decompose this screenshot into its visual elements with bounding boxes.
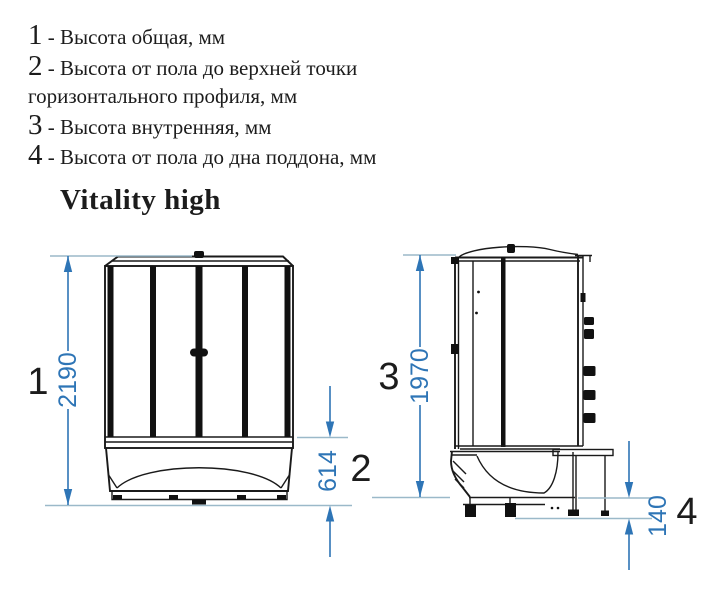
front-tray-skirt <box>105 447 293 492</box>
legend-item-text: - Высота от пола до верхней точки горизо… <box>28 55 358 109</box>
total-height-value: 2190 <box>54 352 82 408</box>
side-tray <box>450 450 579 517</box>
door-handle <box>190 348 208 357</box>
internal-height-dimension: 1970 <box>372 254 456 499</box>
profile-height-dimension: 614 <box>297 386 348 557</box>
legend-item-number: 2 <box>28 49 43 82</box>
front-roof <box>104 251 294 267</box>
internal-height-value: 1970 <box>406 348 434 404</box>
side-roof <box>455 244 592 262</box>
side-walls <box>451 255 586 450</box>
profile-height-label: 2 <box>350 448 371 490</box>
arrow-up <box>63 256 73 272</box>
legend-item-text: - Высота общая, мм <box>47 25 226 49</box>
side-view-drawing: 1970 3 140 4 <box>372 244 698 570</box>
arrow-up <box>325 505 335 522</box>
arrow-down <box>325 421 335 438</box>
legend: 1 - Высота общая, мм 2 - Высота от пола … <box>28 21 416 172</box>
legend-item-text: - Высота от пола до дна поддона, мм <box>47 145 377 169</box>
profile-height-value: 614 <box>314 450 342 492</box>
legend-item-number: 4 <box>28 139 43 171</box>
legend-item-text: - Высота внутренняя, мм <box>47 114 272 139</box>
total-height-label: 1 <box>27 361 48 403</box>
center-foot <box>192 499 206 505</box>
tray-height-value: 140 <box>644 495 672 537</box>
tray-height-label: 4 <box>676 491 697 533</box>
legend-item-number: 1 <box>28 19 43 51</box>
roof-knob <box>507 244 515 253</box>
legend-item: 3 - Высота внутренняя, мм <box>28 108 416 142</box>
arrow-down <box>624 482 634 498</box>
arrow-up <box>415 255 425 271</box>
front-base <box>111 491 288 505</box>
arrow-up <box>624 518 634 535</box>
legend-item: 2 - Высота от пола до верхней точки гори… <box>28 49 416 111</box>
door-hinge <box>451 344 459 354</box>
back-panel-brackets <box>583 317 596 423</box>
internal-height-label: 3 <box>378 356 399 398</box>
page-title: Vitality high <box>60 184 221 216</box>
arrow-down <box>415 481 425 497</box>
legend-item: 4 - Высота от пола до дна поддона, мм <box>28 141 416 172</box>
total-height-dimension: 2190 <box>50 255 192 505</box>
roof-knob <box>194 251 204 258</box>
legend-item-number: 3 <box>28 108 43 141</box>
front-view-drawing: 2190 1 614 2 <box>27 251 372 557</box>
tray-height-dimension: 140 <box>515 441 672 570</box>
side-shelf <box>552 448 614 516</box>
legend-item: 1 - Высота общая, мм <box>28 21 416 52</box>
arrow-down <box>63 489 73 505</box>
